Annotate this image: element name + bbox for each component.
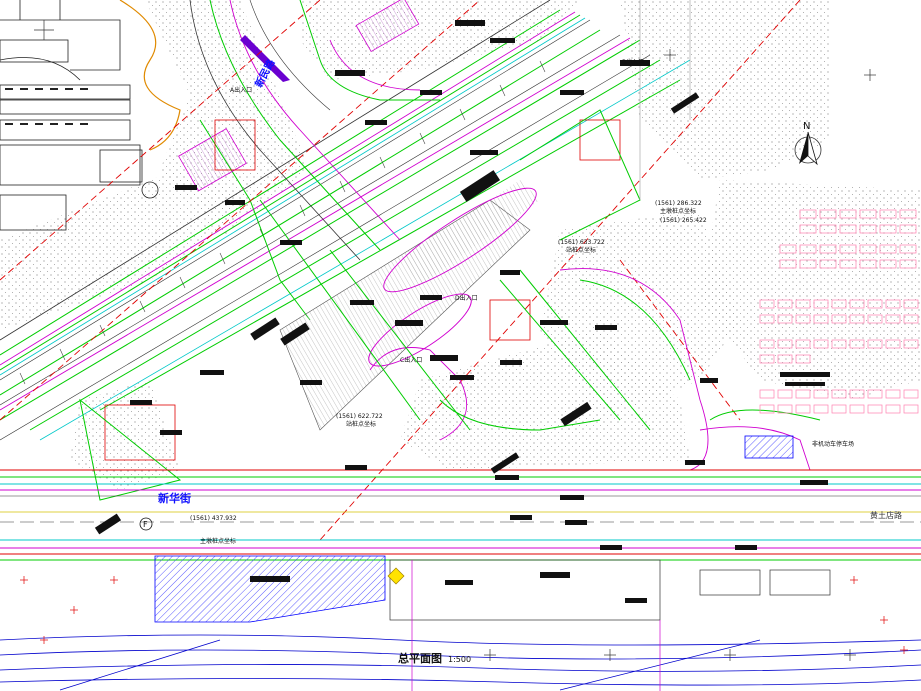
bike-parking-area [744, 435, 794, 459]
elevation-note-1: 主墩桩点坐标 [200, 537, 236, 545]
bike-parking-label: 非机动车停车场 [812, 440, 854, 448]
entrance-label-c: C出入口 [400, 356, 422, 364]
north-arrow-icon [794, 131, 822, 166]
green-diagonal-paths [259, 199, 651, 431]
elevation-label-2: (1561) 622.722 [336, 413, 383, 420]
entrance-label-a: A出入口 [230, 86, 252, 94]
river-symbol [240, 35, 290, 82]
drawing-scale: 1:500 [448, 655, 471, 664]
drawing-title: 总平面图 [398, 651, 442, 665]
landscape-areas [0, 0, 921, 490]
survey-points [20, 576, 908, 654]
bottom-buildings [389, 559, 831, 691]
elevation-label-1: (1561) 437.932 [190, 515, 237, 522]
red-dashed-lines [0, 0, 801, 541]
building-windows [5, 88, 88, 125]
elevation-label-3: (1561) 633.722 [558, 239, 605, 246]
gate-marker-icon [139, 517, 153, 531]
yellow-marker-icon [387, 567, 405, 585]
canopy-left [178, 128, 247, 192]
grid-crosses [34, 20, 876, 661]
street-label-left: 新华街 [158, 491, 191, 505]
site-curves [79, 0, 821, 501]
station-platform [279, 180, 540, 431]
elevation-note-2: 站桩点坐标 [346, 420, 376, 428]
gate-label: F [143, 520, 148, 529]
north-label: N [803, 121, 810, 132]
canopy-top [355, 0, 420, 53]
residential-buildings [0, 0, 159, 231]
street-label-bottom: 黄土店路 [870, 510, 902, 520]
elevation-label-4: (1561) 286.322 [655, 200, 702, 207]
cemetery-grid [759, 209, 919, 414]
parking-lot [154, 555, 386, 623]
elevation-note-3: 站桩点坐标 [566, 246, 596, 254]
orange-boundary [119, 0, 181, 151]
annotation-bars [94, 20, 830, 603]
rail-yard [0, 634, 921, 691]
main-corridor [0, 0, 691, 441]
entrance-label-b: B出入口 [622, 58, 644, 66]
entrance-label-d: D出入口 [455, 294, 478, 302]
elevation-note-4: 主墩桩点坐标 [660, 207, 696, 215]
elevation-label-5: (1561) 265.422 [660, 217, 707, 224]
